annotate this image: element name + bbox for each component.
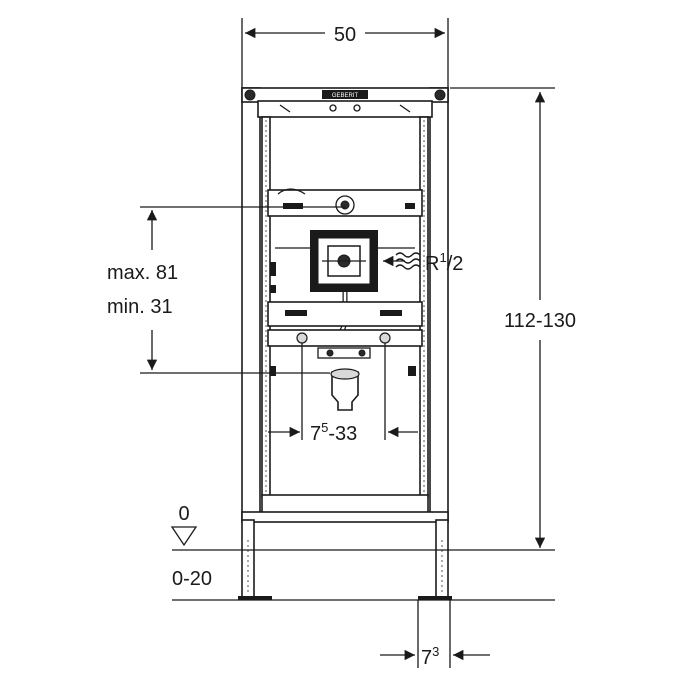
floor-level-dimension: 0 0-20: [170, 503, 555, 601]
width-dimension: 50: [241, 18, 449, 88]
height-dimension: 112-130: [450, 87, 576, 548]
thread-prefix: R: [425, 253, 439, 275]
spacing-sup: 5: [321, 420, 328, 435]
connection-thread-label: R1/2: [425, 250, 463, 275]
frame-structure: GEBERIT: [238, 87, 452, 600]
height-min-label: min. 31: [107, 296, 173, 318]
thread-sup: 1: [439, 250, 446, 265]
spacing-main: 7: [310, 423, 321, 445]
foot-main: 7: [421, 647, 432, 669]
spacing-rest: -33: [328, 423, 357, 445]
thread-sub: /2: [447, 253, 464, 275]
water-connection-icon: [383, 252, 421, 270]
height-label: 112-130: [504, 310, 576, 332]
bolt-icon: [434, 89, 446, 101]
drain-outlet: [331, 371, 359, 411]
connection-height-dimension: max. 81 min. 31: [107, 206, 345, 374]
floor-range-label: 0-20: [172, 568, 212, 590]
svg-text:73: 73: [421, 644, 439, 669]
bolt-icon: [244, 89, 256, 101]
foot-width-dimension: 73: [380, 600, 490, 669]
width-label: 50: [334, 24, 356, 46]
foot-sup: 3: [432, 644, 439, 659]
connection-spacing-dimension: 75-33: [268, 372, 418, 445]
level-marker-icon: [170, 526, 198, 547]
svg-text:R1/2: R1/2: [425, 250, 463, 275]
svg-text:75-33: 75-33: [310, 420, 357, 445]
frame-brand-label: GEBERIT: [332, 93, 359, 99]
floor-level-label: 0: [178, 503, 189, 525]
height-max-label: max. 81: [107, 262, 178, 284]
